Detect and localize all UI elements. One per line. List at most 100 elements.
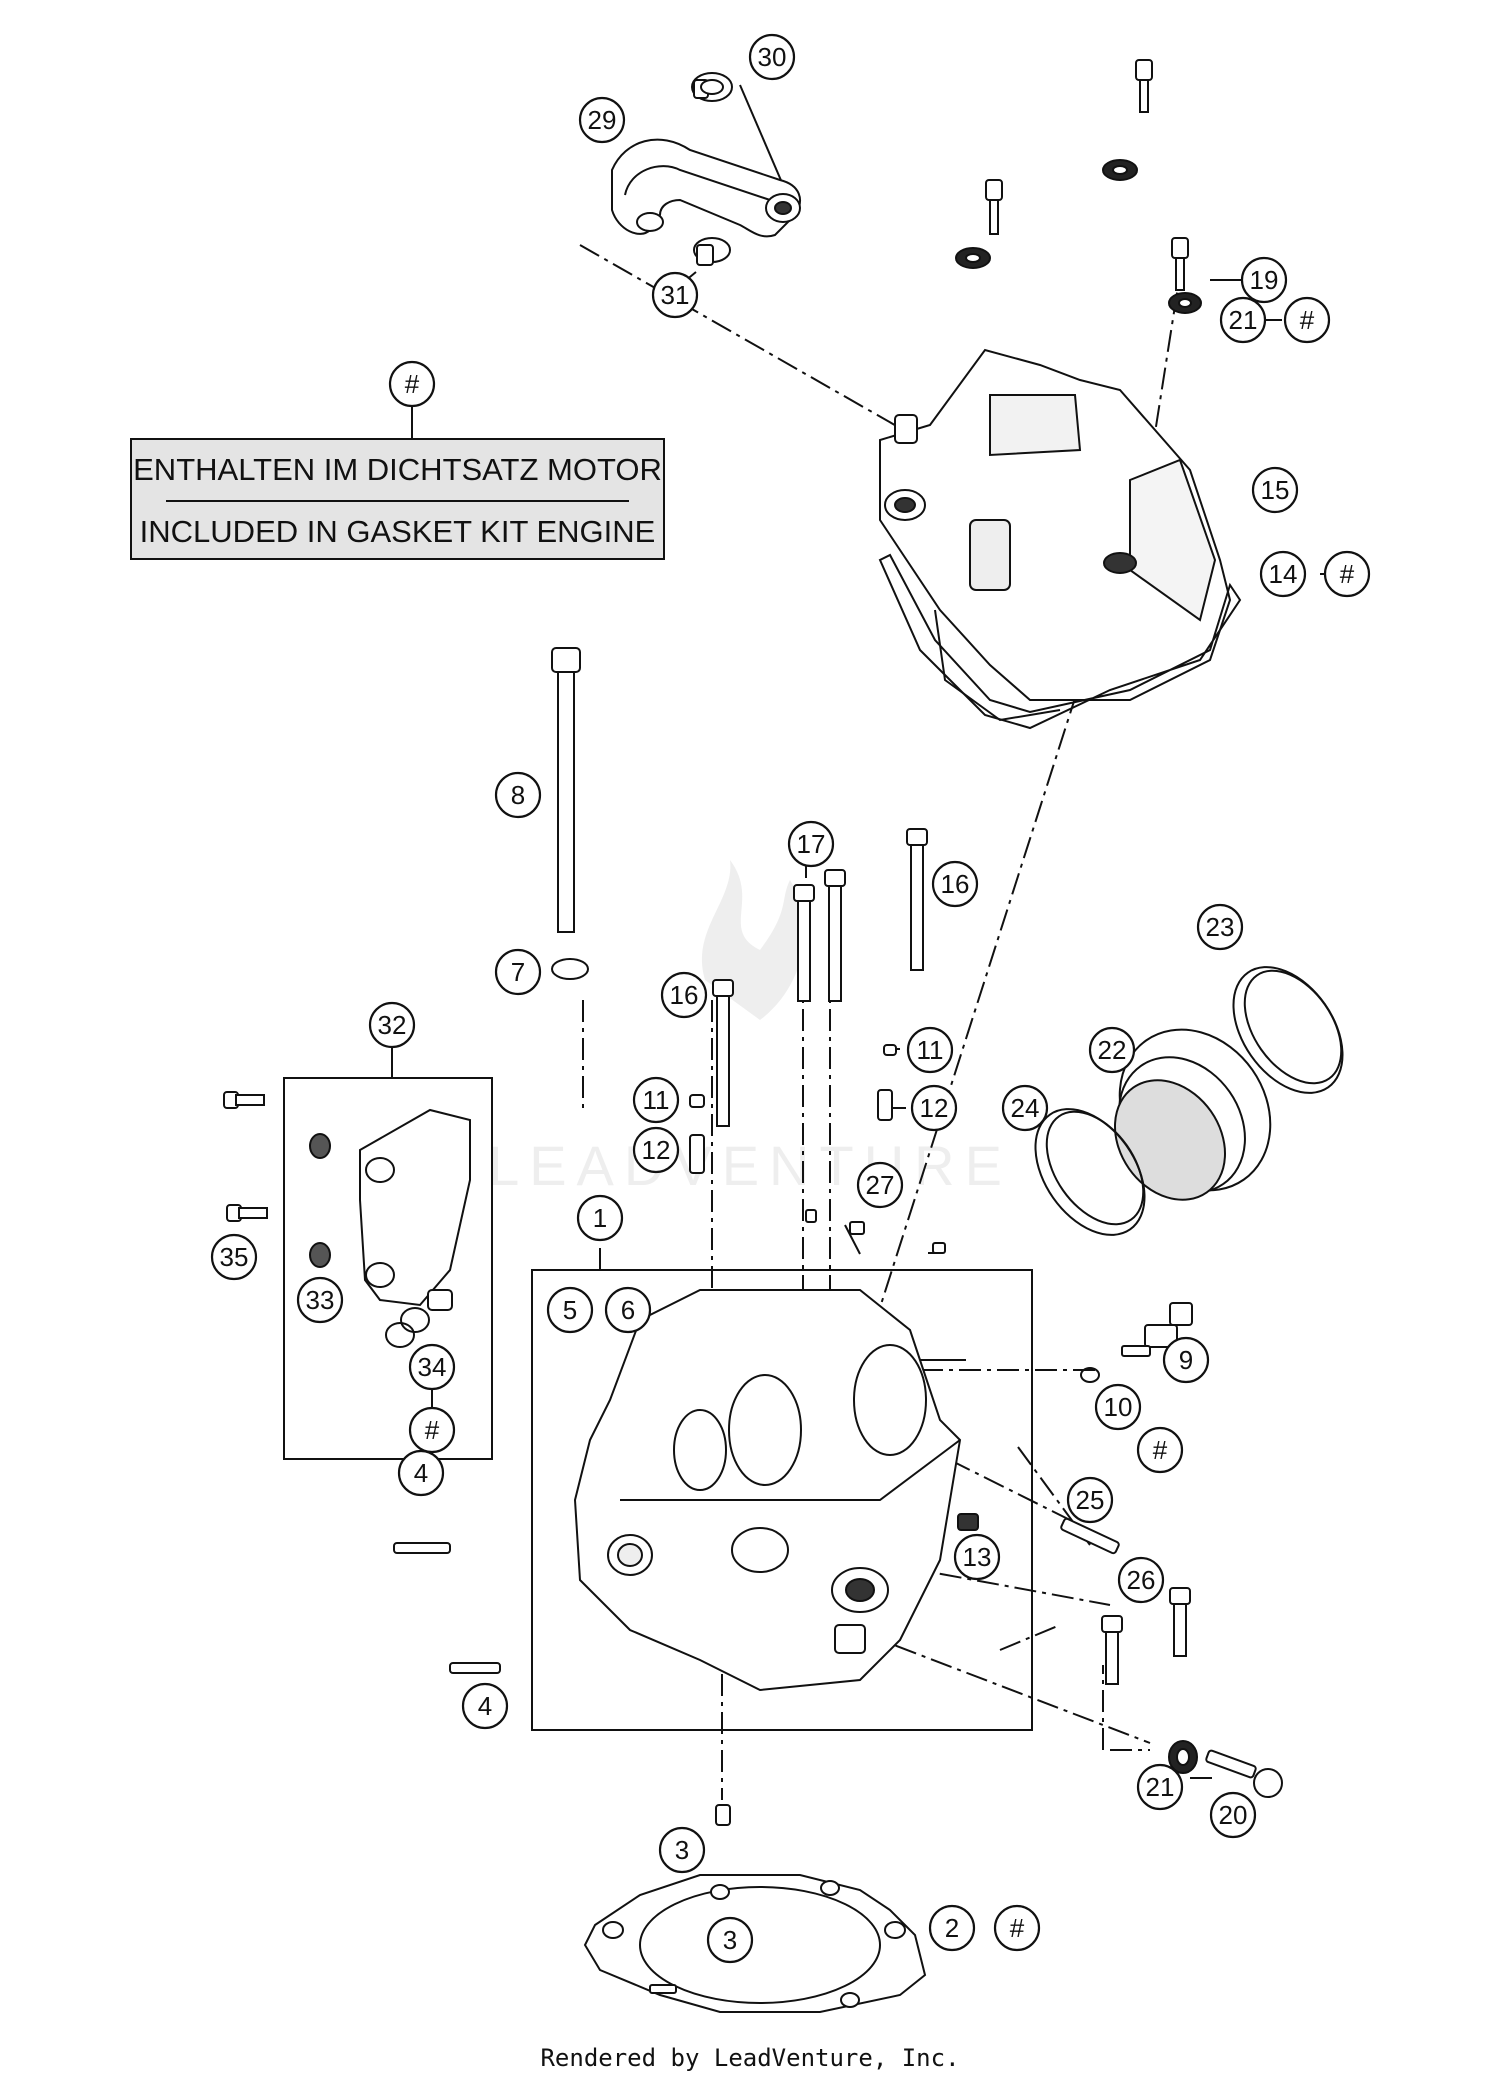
- callout-label: 26: [1127, 1565, 1156, 1595]
- callout-label: 4: [414, 1458, 428, 1488]
- callout-label: 5: [563, 1295, 577, 1325]
- callout-label: 7: [511, 957, 525, 987]
- callout-circle: [408, 1343, 456, 1391]
- callout-label: 12: [920, 1093, 949, 1123]
- head-studs: [712, 828, 928, 1127]
- callout-label: 22: [1098, 1035, 1127, 1065]
- callout-label: 21: [1146, 1772, 1175, 1802]
- callout-c29: 29: [578, 96, 626, 144]
- callout-h14: #: [1323, 550, 1371, 598]
- callout-label: 9: [1179, 1345, 1193, 1375]
- footer-credit: Rendered by LeadVenture, Inc.: [540, 2044, 960, 2072]
- box-1: [531, 1269, 1033, 1731]
- callout-circle: [658, 1826, 706, 1874]
- clamp-23: [1232, 966, 1344, 1094]
- cylinder-head: [573, 1289, 962, 1692]
- legend-divider: [166, 500, 629, 502]
- valve-cover-gasket: [878, 553, 1242, 730]
- callout-c33: 33: [296, 1276, 344, 1324]
- callout-label: 1: [593, 1203, 607, 1233]
- callout-circle: [632, 1126, 680, 1174]
- callout-circle: [1117, 1556, 1165, 1604]
- callout-label: #: [405, 369, 420, 399]
- callout-label: 11: [917, 1035, 944, 1065]
- callout-c26: 26: [1117, 1556, 1165, 1604]
- callout-hLegend: #: [388, 360, 436, 408]
- callout-c8: 8: [494, 771, 542, 819]
- callout-circle: [910, 1084, 958, 1132]
- callout-label: 4: [478, 1691, 492, 1721]
- callout-c11b: 11: [632, 1076, 680, 1124]
- head-gasket: [583, 1874, 927, 2013]
- callout-label: 27: [866, 1170, 895, 1200]
- callout-c30: 30: [748, 33, 796, 81]
- callout-label: 6: [621, 1295, 635, 1325]
- callout-circle: [787, 820, 835, 868]
- callout-circle: [993, 1904, 1041, 1952]
- callout-circle: [928, 1904, 976, 1952]
- legend-english: INCLUDED IN GASKET KIT ENGINE: [139, 514, 656, 549]
- callout-label: 32: [378, 1010, 407, 1040]
- callout-c5: 5: [546, 1286, 594, 1334]
- callout-c12b: 12: [632, 1126, 680, 1174]
- hose-clamp-31: [693, 237, 731, 266]
- callout-circle: [1001, 1084, 1049, 1132]
- callout-label: 23: [1206, 912, 1235, 942]
- callout-c21a: 21: [1219, 296, 1267, 344]
- plug-13: [957, 1513, 979, 1531]
- callout-c34: 34: [408, 1343, 456, 1391]
- callout-h34: #: [408, 1406, 456, 1454]
- nut-11a: [883, 1044, 897, 1056]
- callout-circle: [576, 1194, 624, 1242]
- breather-hose: [611, 138, 801, 238]
- callout-circle: [1209, 1791, 1257, 1839]
- callout-label: 24: [1011, 1093, 1040, 1123]
- callout-c16b: 16: [660, 971, 708, 1019]
- clamp-24: [1034, 1108, 1146, 1236]
- callout-circle: [632, 1076, 680, 1124]
- fitting-25: [1060, 1517, 1120, 1555]
- callout-circle: [604, 1286, 652, 1334]
- sleeve-12b: [689, 1134, 705, 1174]
- callout-label: 8: [511, 780, 525, 810]
- callout-circle: [1259, 550, 1307, 598]
- callout-circle: [1136, 1426, 1184, 1474]
- callout-circle: [494, 948, 542, 996]
- thermostat-housing: [359, 1108, 471, 1348]
- callout-circle: [494, 771, 542, 819]
- hose-clamp-30: [691, 72, 733, 102]
- callout-h2: #: [993, 1904, 1041, 1952]
- callout-circle: [1094, 1383, 1142, 1431]
- callout-circle: [953, 1533, 1001, 1581]
- nut-11b: [689, 1094, 705, 1108]
- callout-h21: #: [1283, 296, 1331, 344]
- callout-circle: [906, 1026, 954, 1074]
- callout-circle: [1283, 296, 1331, 344]
- callout-label: 31: [661, 280, 690, 310]
- callout-label: 30: [758, 42, 787, 72]
- callout-circle: [856, 1161, 904, 1209]
- callout-c10: 10: [1094, 1383, 1142, 1431]
- callout-label: 14: [1269, 559, 1298, 589]
- callout-circle: [461, 1682, 509, 1730]
- callout-label: 17: [797, 829, 826, 859]
- watermark-text: LEADVENTURE: [488, 1134, 1012, 1197]
- callout-label: 12: [642, 1135, 671, 1165]
- callout-label: 21: [1229, 305, 1258, 335]
- callout-label: #: [1010, 1913, 1025, 1943]
- callout-c4a: 4: [397, 1449, 445, 1497]
- callout-c20: 20: [1209, 1791, 1257, 1839]
- parts: [223, 59, 1344, 2013]
- callout-c9: 9: [1162, 1336, 1210, 1384]
- callout-label: 33: [306, 1285, 335, 1315]
- callout-label: #: [425, 1415, 440, 1445]
- callout-label: 19: [1250, 265, 1279, 295]
- callout-label: #: [1300, 305, 1315, 335]
- callout-circle: [1323, 550, 1371, 598]
- callout-c13: 13: [953, 1533, 1001, 1581]
- callout-circle: [210, 1233, 258, 1281]
- callout-c21b: 21: [1136, 1763, 1184, 1811]
- callout-label: 15: [1261, 475, 1290, 505]
- callout-label: 10: [1104, 1392, 1133, 1422]
